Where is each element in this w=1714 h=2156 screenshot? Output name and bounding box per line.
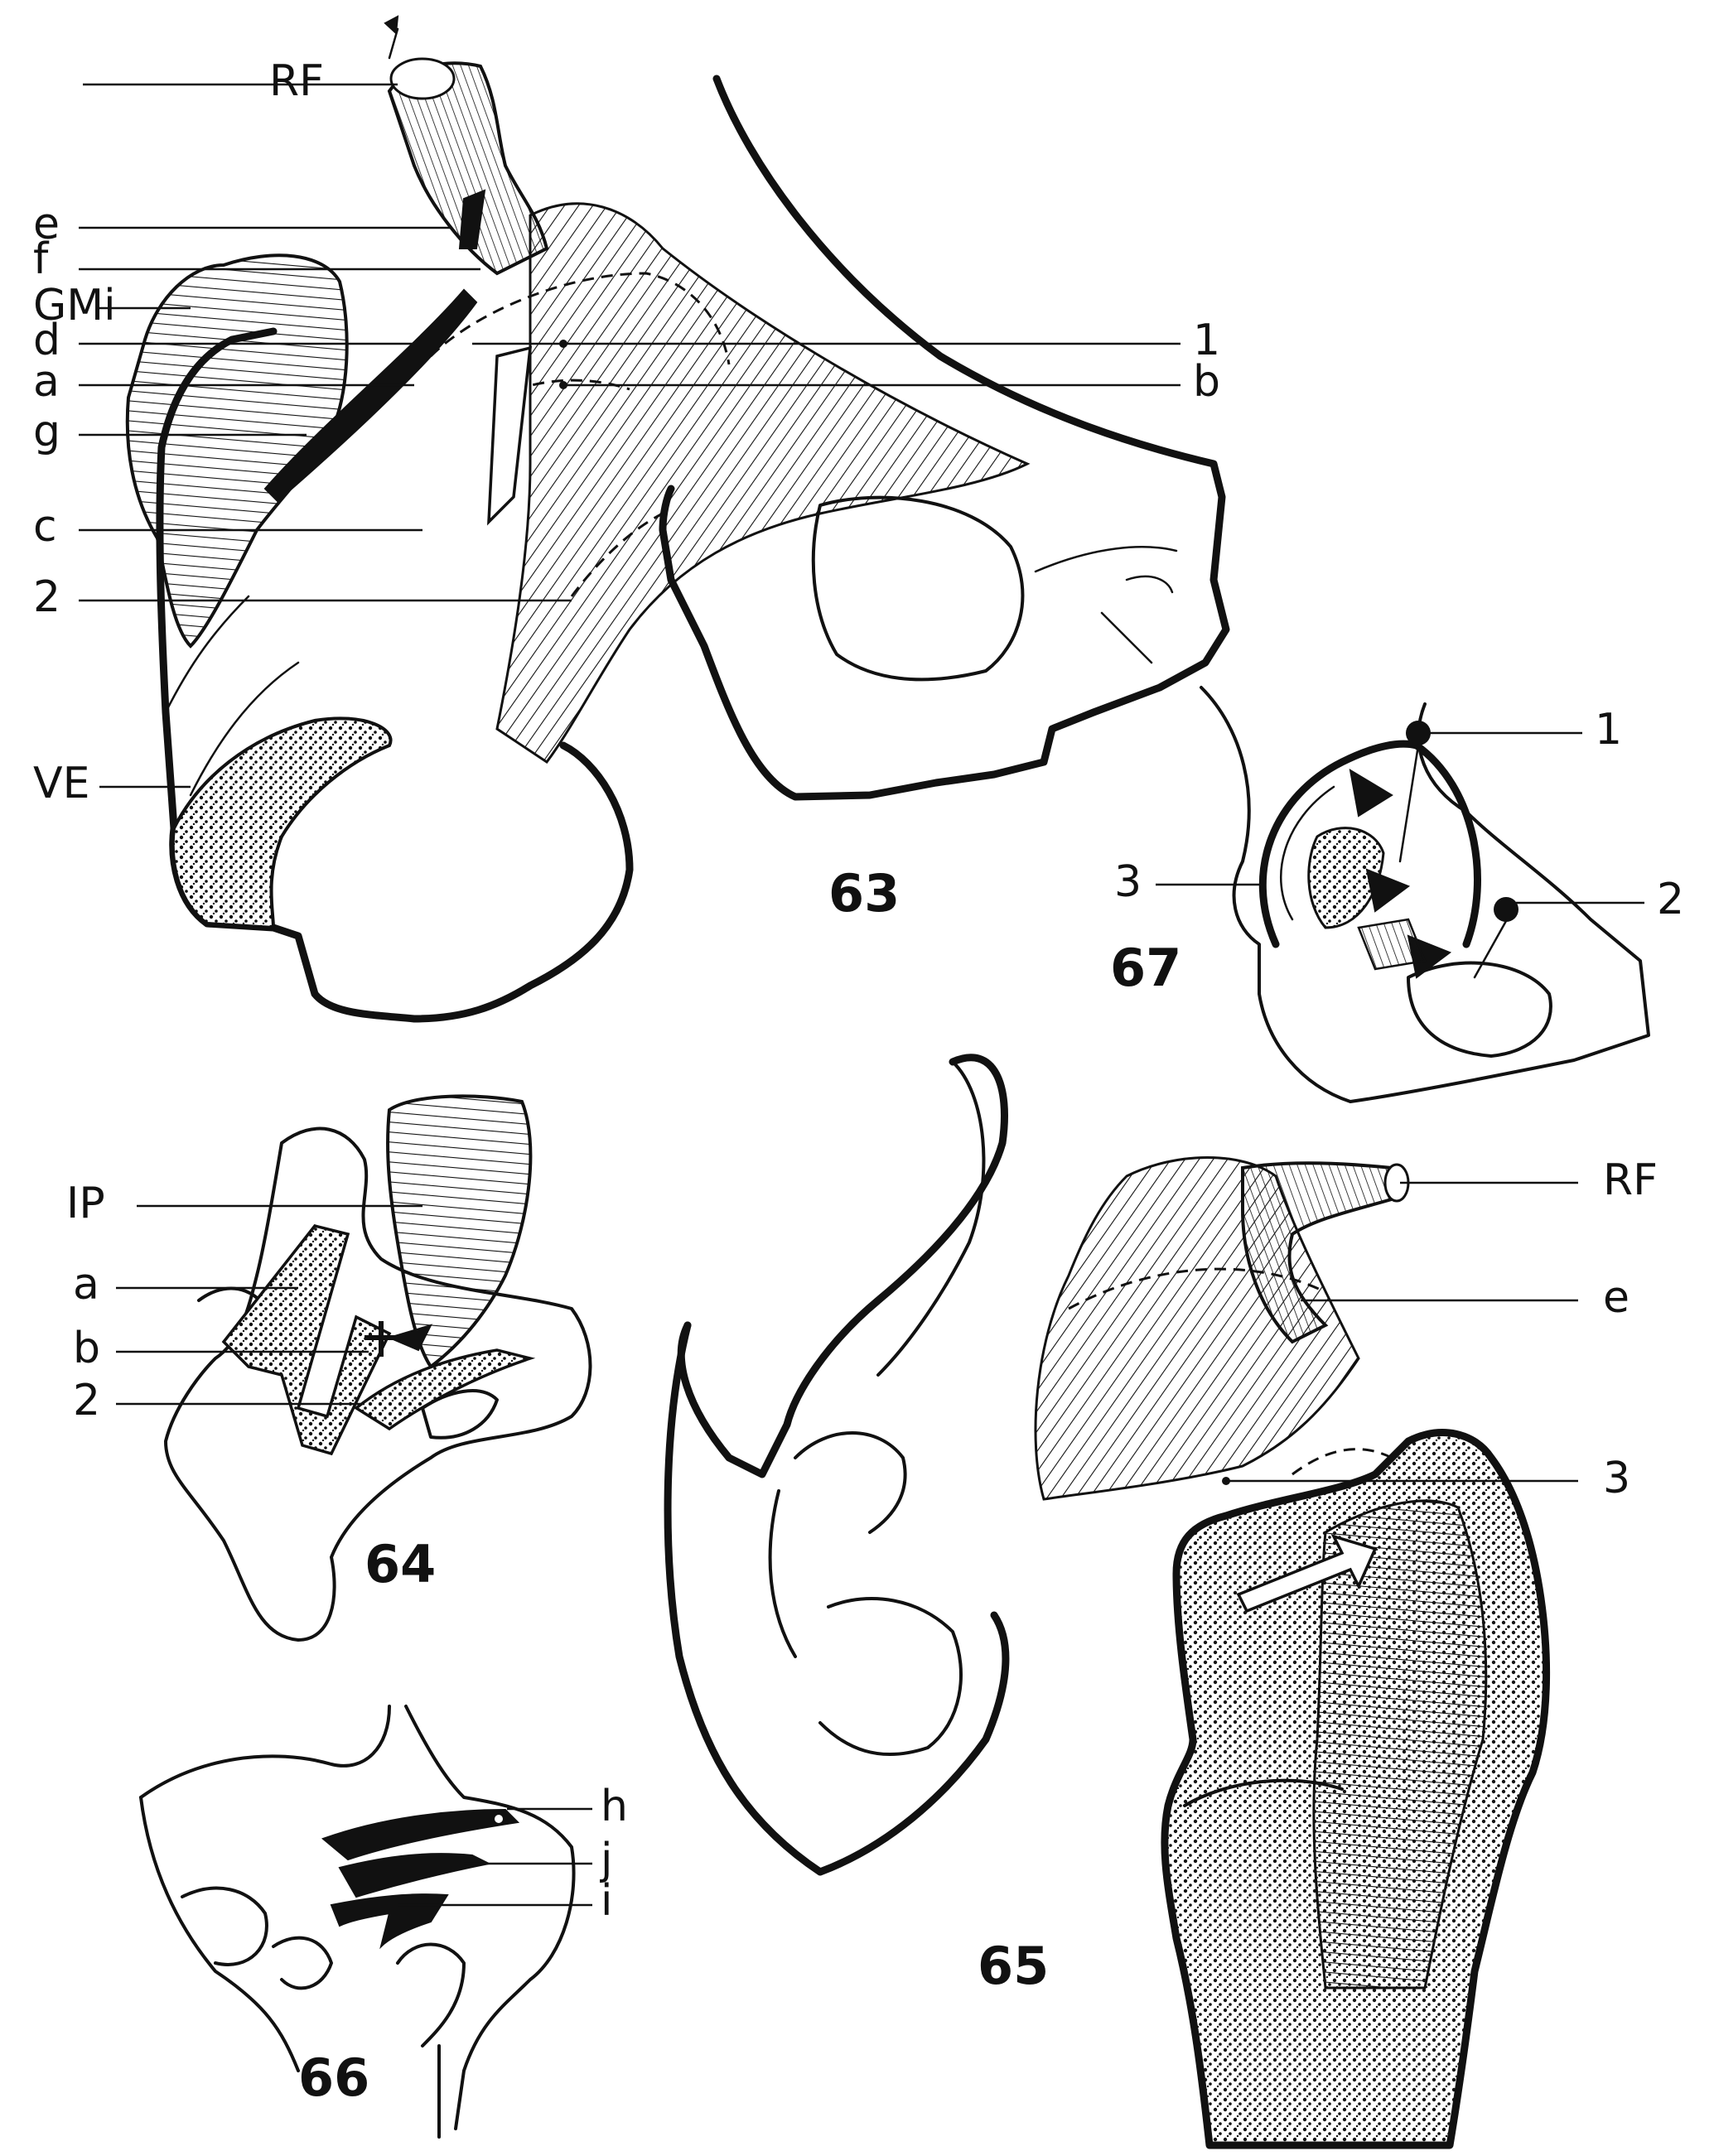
fig64-label-ip: IP <box>66 1179 105 1228</box>
fig66-label-i: i <box>601 1876 612 1926</box>
fig65-number: 65 <box>978 1936 1049 1996</box>
fig64-bone-outline <box>164 1126 592 1642</box>
fig63-label-d: d <box>33 316 60 365</box>
fig65-label-rf: RF <box>1603 1155 1658 1205</box>
fig65-rectus-femoris <box>1241 1161 1403 1344</box>
fig63-black-wedge <box>263 288 478 503</box>
fig64-label-b: b <box>73 1324 100 1373</box>
fig67-label-1: 1 <box>1595 705 1622 755</box>
fig65-label-e: e <box>1603 1273 1630 1323</box>
fig66-band-h <box>321 1808 520 1861</box>
fig64-capsule-frame <box>221 1224 392 1456</box>
fig64-number: 64 <box>365 1534 436 1594</box>
fig63-vastus-externus <box>171 716 393 930</box>
fig64-label-2: 2 <box>73 1376 100 1425</box>
fig63-label-ve: VE <box>33 759 89 808</box>
fig63-obturator-foramen <box>811 495 1025 682</box>
fig66-number: 66 <box>298 2047 369 2108</box>
fig65-pelvis-outline <box>677 1054 1008 1478</box>
fig63-label-e: e <box>33 200 60 249</box>
figure-66: h j i 66 <box>139 1705 628 2139</box>
fig63-number: 63 <box>828 863 900 924</box>
fig66-band-j <box>338 1853 492 1898</box>
fig63-rectus-femoris <box>387 61 549 276</box>
fig67-number: 67 <box>1110 938 1181 998</box>
fig63-label-1: 1 <box>1193 316 1220 365</box>
fig66-band-i <box>330 1893 449 1950</box>
fig67-label-3: 3 <box>1114 857 1142 907</box>
fig64-label-a: a <box>73 1260 99 1310</box>
figure-63: RF e f GMi d a g c 2 VE 1 b 63 <box>33 15 1230 1023</box>
fig63-dashed-outline <box>429 272 731 365</box>
fig65-label-3: 3 <box>1603 1454 1630 1503</box>
fig66-label-h: h <box>601 1782 628 1831</box>
fig63-pelvis-outline <box>659 75 1230 801</box>
fig64-iliopsoas <box>386 1094 533 1369</box>
figure-67: 1 3 2 67 <box>1110 686 1684 1103</box>
fig63-label-gmi: GMi <box>33 281 116 330</box>
fig63-label-rf: RF <box>269 56 324 106</box>
fig63-label-g: g <box>33 407 60 456</box>
fig63-label-a: a <box>33 357 60 407</box>
fig63-label-c: c <box>33 502 57 552</box>
fig66-label-j: j <box>600 1835 612 1884</box>
fig63-label-b: b <box>1193 357 1220 407</box>
fig67-label-2: 2 <box>1657 875 1684 924</box>
fig66-bone-outline <box>139 1705 576 2130</box>
fig63-label-f: f <box>33 234 50 284</box>
fig65-acetabulum <box>818 1597 963 1756</box>
fig67-bone-outline <box>1200 686 1650 1103</box>
figure-64: IP a b 2 64 <box>66 1094 592 1642</box>
fig65-white-arrow <box>1236 1534 1378 1613</box>
fig63-label-2: 2 <box>33 572 60 622</box>
fig64-lower-band <box>353 1348 536 1431</box>
fig67-arc-outer <box>1258 740 1421 948</box>
figure-65: RF e 3 65 <box>664 1054 1658 2149</box>
